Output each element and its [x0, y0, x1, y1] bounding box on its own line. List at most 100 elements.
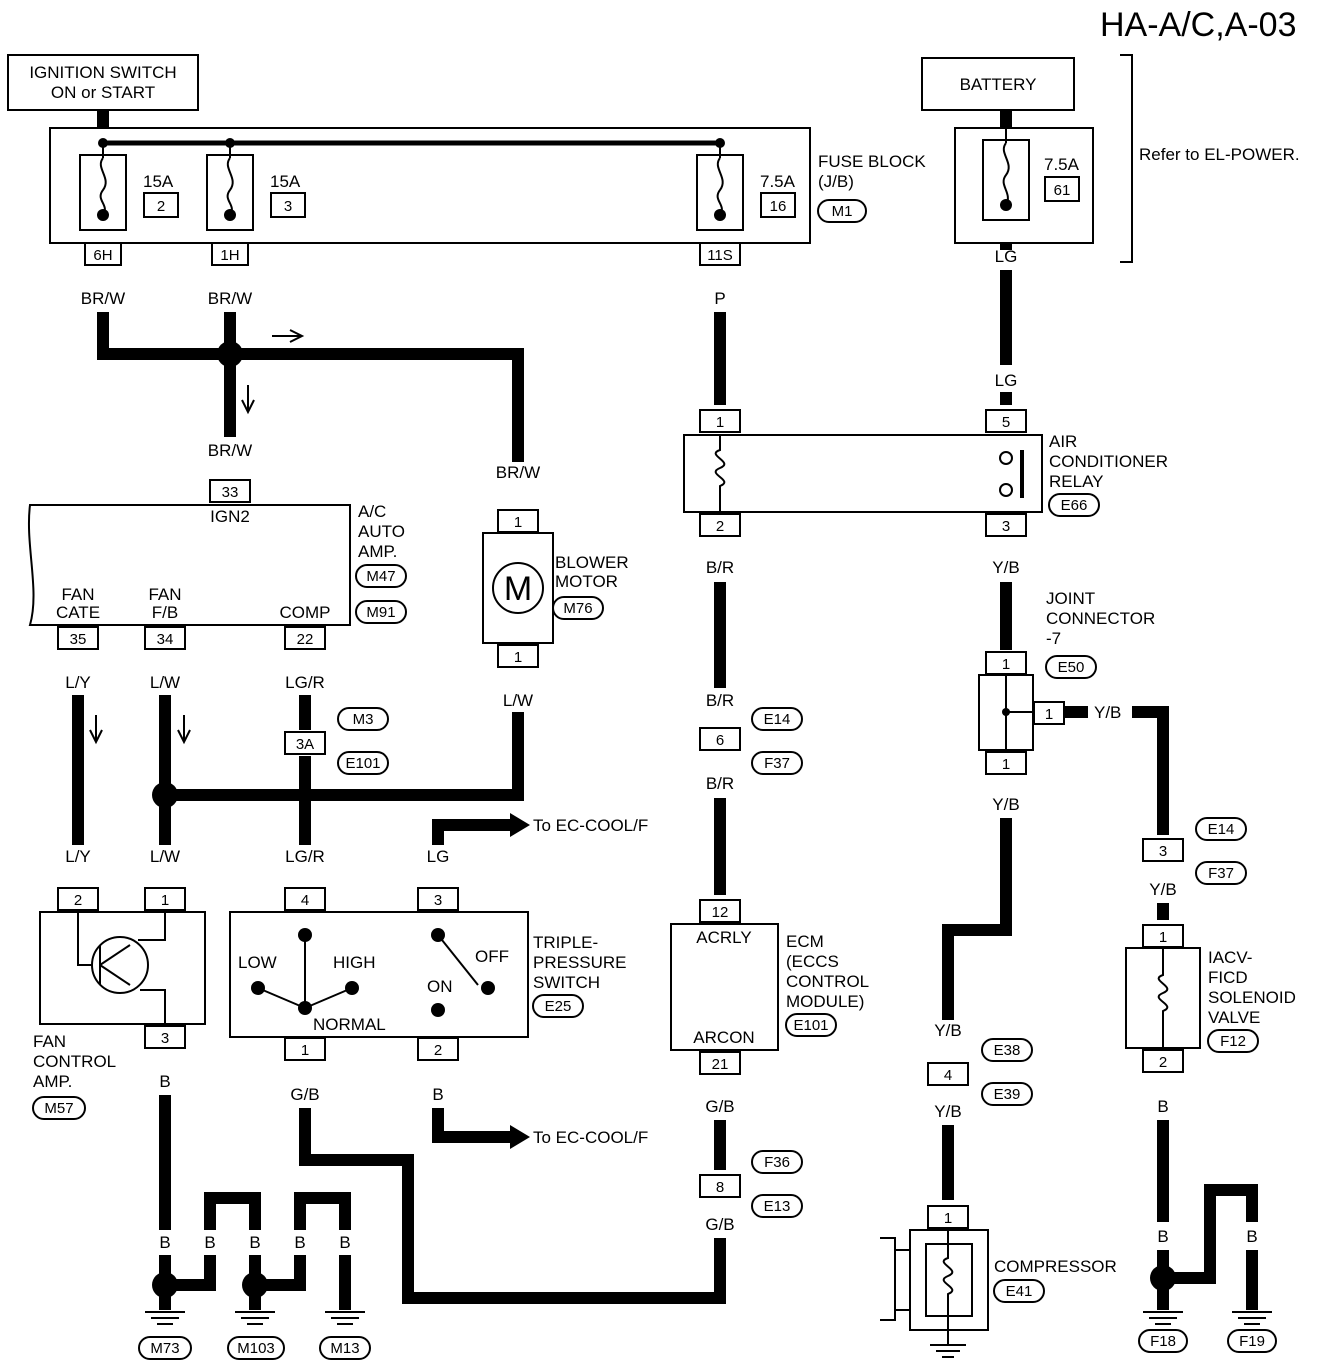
svg-text:ECM: ECM: [786, 932, 824, 951]
svg-text:ACRLY: ACRLY: [696, 928, 751, 947]
svg-text:B: B: [432, 1085, 443, 1104]
page-title: HA-A/C,A-03: [1100, 6, 1297, 44]
svg-text:B/R: B/R: [706, 691, 734, 710]
svg-text:1: 1: [1002, 756, 1010, 773]
svg-text:G/B: G/B: [705, 1215, 734, 1234]
svg-text:VALVE: VALVE: [1208, 1008, 1260, 1027]
svg-text:M103: M103: [237, 1340, 275, 1357]
svg-text:BR/W: BR/W: [81, 289, 125, 308]
svg-text:B: B: [339, 1233, 350, 1252]
svg-text:33: 33: [222, 484, 239, 501]
svg-text:M13: M13: [330, 1340, 359, 1357]
svg-text:B/R: B/R: [706, 558, 734, 577]
svg-text:CONTROL: CONTROL: [786, 972, 869, 991]
svg-text:1: 1: [514, 514, 522, 531]
fuse-3: 15A 3: [206, 138, 306, 231]
svg-text:1: 1: [301, 1042, 309, 1059]
svg-text:7.5A: 7.5A: [1044, 155, 1080, 174]
svg-text:E14: E14: [1208, 821, 1235, 838]
svg-text:IGN2: IGN2: [210, 507, 250, 526]
svg-text:JOINT: JOINT: [1046, 589, 1095, 608]
svg-text:G/B: G/B: [290, 1085, 319, 1104]
svg-text:M47: M47: [366, 568, 395, 585]
svg-text:To EC-COOL/F: To EC-COOL/F: [533, 816, 648, 835]
svg-text:LG: LG: [995, 247, 1018, 266]
svg-text:E14: E14: [764, 711, 791, 728]
svg-text:LG/R: LG/R: [285, 847, 325, 866]
svg-text:F37: F37: [1208, 865, 1234, 882]
svg-text:(J/B): (J/B): [818, 172, 854, 191]
svg-text:B: B: [1246, 1227, 1257, 1246]
svg-text:CATE: CATE: [56, 603, 100, 622]
svg-text:Y/B: Y/B: [934, 1021, 961, 1040]
svg-text:To EC-COOL/F: To EC-COOL/F: [533, 1128, 648, 1147]
svg-text:E101: E101: [345, 755, 380, 772]
svg-text:BLOWER: BLOWER: [555, 553, 629, 572]
ignition-label-1: IGNITION SWITCH: [29, 63, 176, 82]
svg-text:11S: 11S: [707, 247, 733, 264]
svg-text:Y/B: Y/B: [992, 795, 1019, 814]
svg-text:34: 34: [157, 631, 174, 648]
svg-text:2: 2: [1159, 1054, 1167, 1071]
svg-text:B: B: [204, 1233, 215, 1252]
battery-label: BATTERY: [960, 75, 1037, 94]
ac-relay: [683, 434, 1043, 513]
svg-text:35: 35: [70, 631, 87, 648]
ignition-label-2: ON or START: [51, 83, 155, 102]
svg-text:Y/B: Y/B: [1094, 703, 1121, 722]
svg-text:AMP.: AMP.: [33, 1072, 72, 1091]
svg-text:M: M: [504, 570, 532, 608]
svg-text:1: 1: [1159, 929, 1167, 946]
svg-text:E38: E38: [994, 1042, 1021, 1059]
svg-text:BR/W: BR/W: [496, 463, 540, 482]
svg-text:M57: M57: [44, 1100, 73, 1117]
svg-text:B: B: [249, 1233, 260, 1252]
svg-text:IACV-: IACV-: [1208, 948, 1252, 967]
svg-text:1: 1: [161, 892, 169, 909]
svg-text:MODULE): MODULE): [786, 992, 864, 1011]
svg-text:F12: F12: [1220, 1033, 1246, 1050]
svg-text:OFF: OFF: [475, 947, 509, 966]
svg-text:CONDITIONER: CONDITIONER: [1049, 452, 1168, 471]
svg-text:COMP: COMP: [280, 603, 331, 622]
svg-text:CONTROL: CONTROL: [33, 1052, 116, 1071]
svg-text:L/W: L/W: [503, 691, 533, 710]
svg-text:6H: 6H: [93, 247, 112, 264]
ecm: [670, 923, 779, 1051]
svg-text:1H: 1H: [220, 247, 239, 264]
svg-text:G/B: G/B: [705, 1097, 734, 1116]
svg-text:M76: M76: [563, 600, 592, 617]
svg-text:3: 3: [1159, 843, 1167, 860]
svg-text:F37: F37: [764, 755, 790, 772]
ignition-switch-box: [7, 54, 199, 111]
svg-text:21: 21: [712, 1056, 729, 1073]
svg-text:ARCON: ARCON: [693, 1028, 754, 1047]
svg-text:SWITCH: SWITCH: [533, 973, 600, 992]
svg-text:AUTO: AUTO: [358, 522, 405, 541]
svg-text:61: 61: [1054, 182, 1071, 199]
conn-m1: M1: [832, 203, 853, 220]
svg-text:2: 2: [716, 518, 724, 535]
battery-box: [921, 57, 1075, 111]
svg-text:-7: -7: [1046, 629, 1061, 648]
svg-text:B/R: B/R: [706, 774, 734, 793]
svg-text:TRIPLE-: TRIPLE-: [533, 933, 598, 952]
svg-text:3A: 3A: [296, 736, 314, 753]
svg-text:7.5A: 7.5A: [760, 172, 796, 191]
svg-text:2: 2: [74, 892, 82, 909]
svg-text:LOW: LOW: [238, 953, 277, 972]
svg-text:P: P: [714, 289, 725, 308]
svg-text:4: 4: [944, 1067, 952, 1084]
svg-text:22: 22: [297, 631, 314, 648]
svg-text:Y/B: Y/B: [1149, 880, 1176, 899]
svg-text:E50: E50: [1058, 659, 1085, 676]
svg-text:1: 1: [1002, 656, 1010, 673]
svg-text:LG: LG: [995, 371, 1018, 390]
svg-text:E66: E66: [1061, 497, 1088, 514]
svg-text:F19: F19: [1239, 1333, 1265, 1350]
svg-text:Y/B: Y/B: [992, 558, 1019, 577]
svg-text:E25: E25: [545, 998, 572, 1015]
svg-text:B: B: [294, 1233, 305, 1252]
svg-text:BR/W: BR/W: [208, 441, 252, 460]
